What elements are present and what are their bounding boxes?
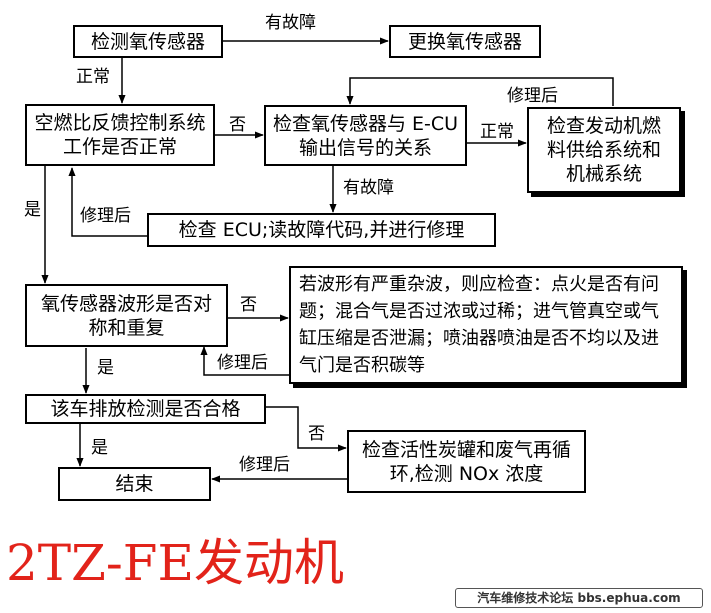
label-fault-mid: 有故障 xyxy=(343,178,394,198)
label-yes-2: 是 xyxy=(97,358,114,378)
arrow-emission-to-canister xyxy=(266,406,347,452)
arrow-engine-repaired xyxy=(346,77,614,106)
label-no-3: 否 xyxy=(308,424,325,444)
label-normal-right: 正常 xyxy=(480,122,514,142)
node-check-ecu: 检查 ECU;读故障代码,并进行修理 xyxy=(147,213,496,247)
arrow-ecu-repaired xyxy=(68,167,147,237)
label-repaired-end: 修理后 xyxy=(239,455,290,475)
node-canister-egr: 检查活性炭罐和废气再循环,检测 NOx 浓度 xyxy=(347,430,586,493)
label-yes-1: 是 xyxy=(24,200,41,220)
node-check-o2: 检测氧传感器 xyxy=(73,25,223,58)
label-no-2: 否 xyxy=(240,295,257,315)
arrow-noise-repaired xyxy=(200,346,289,376)
node-noise-check: 若波形有严重杂波，则应检查：点火是否有问题；混合气是否过浓或过稀；进气管真空或气… xyxy=(289,266,683,384)
label-yes-3: 是 xyxy=(91,438,108,458)
label-fault-top: 有故障 xyxy=(265,13,316,33)
node-engine-fuel: 检查发动机燃料供给系统和机械系统 xyxy=(527,107,681,193)
node-replace-o2: 更换氧传感器 xyxy=(389,25,541,58)
label-repaired-wave: 修理后 xyxy=(217,353,268,373)
label-normal-left: 正常 xyxy=(76,67,110,87)
node-end: 结束 xyxy=(58,467,211,501)
node-emission: 该车排放检测是否合格 xyxy=(25,394,266,424)
node-o2-ecu-relation: 检查氧传感器与 E-CU 输出信号的关系 xyxy=(264,105,467,166)
label-repaired-ecu: 修理后 xyxy=(80,206,131,226)
label-no-1: 否 xyxy=(229,115,246,135)
node-waveform: 氧传感器波形是否对称和重复 xyxy=(25,284,228,347)
forum-watermark: 汽车维修技术论坛 bbs.ephua.com xyxy=(455,588,703,608)
node-afr-feedback: 空燃比反馈控制系统工作是否正常 xyxy=(25,104,215,166)
engine-title: 2TZ-FE发动机 xyxy=(6,534,344,592)
label-repaired-top: 修理后 xyxy=(507,86,558,106)
